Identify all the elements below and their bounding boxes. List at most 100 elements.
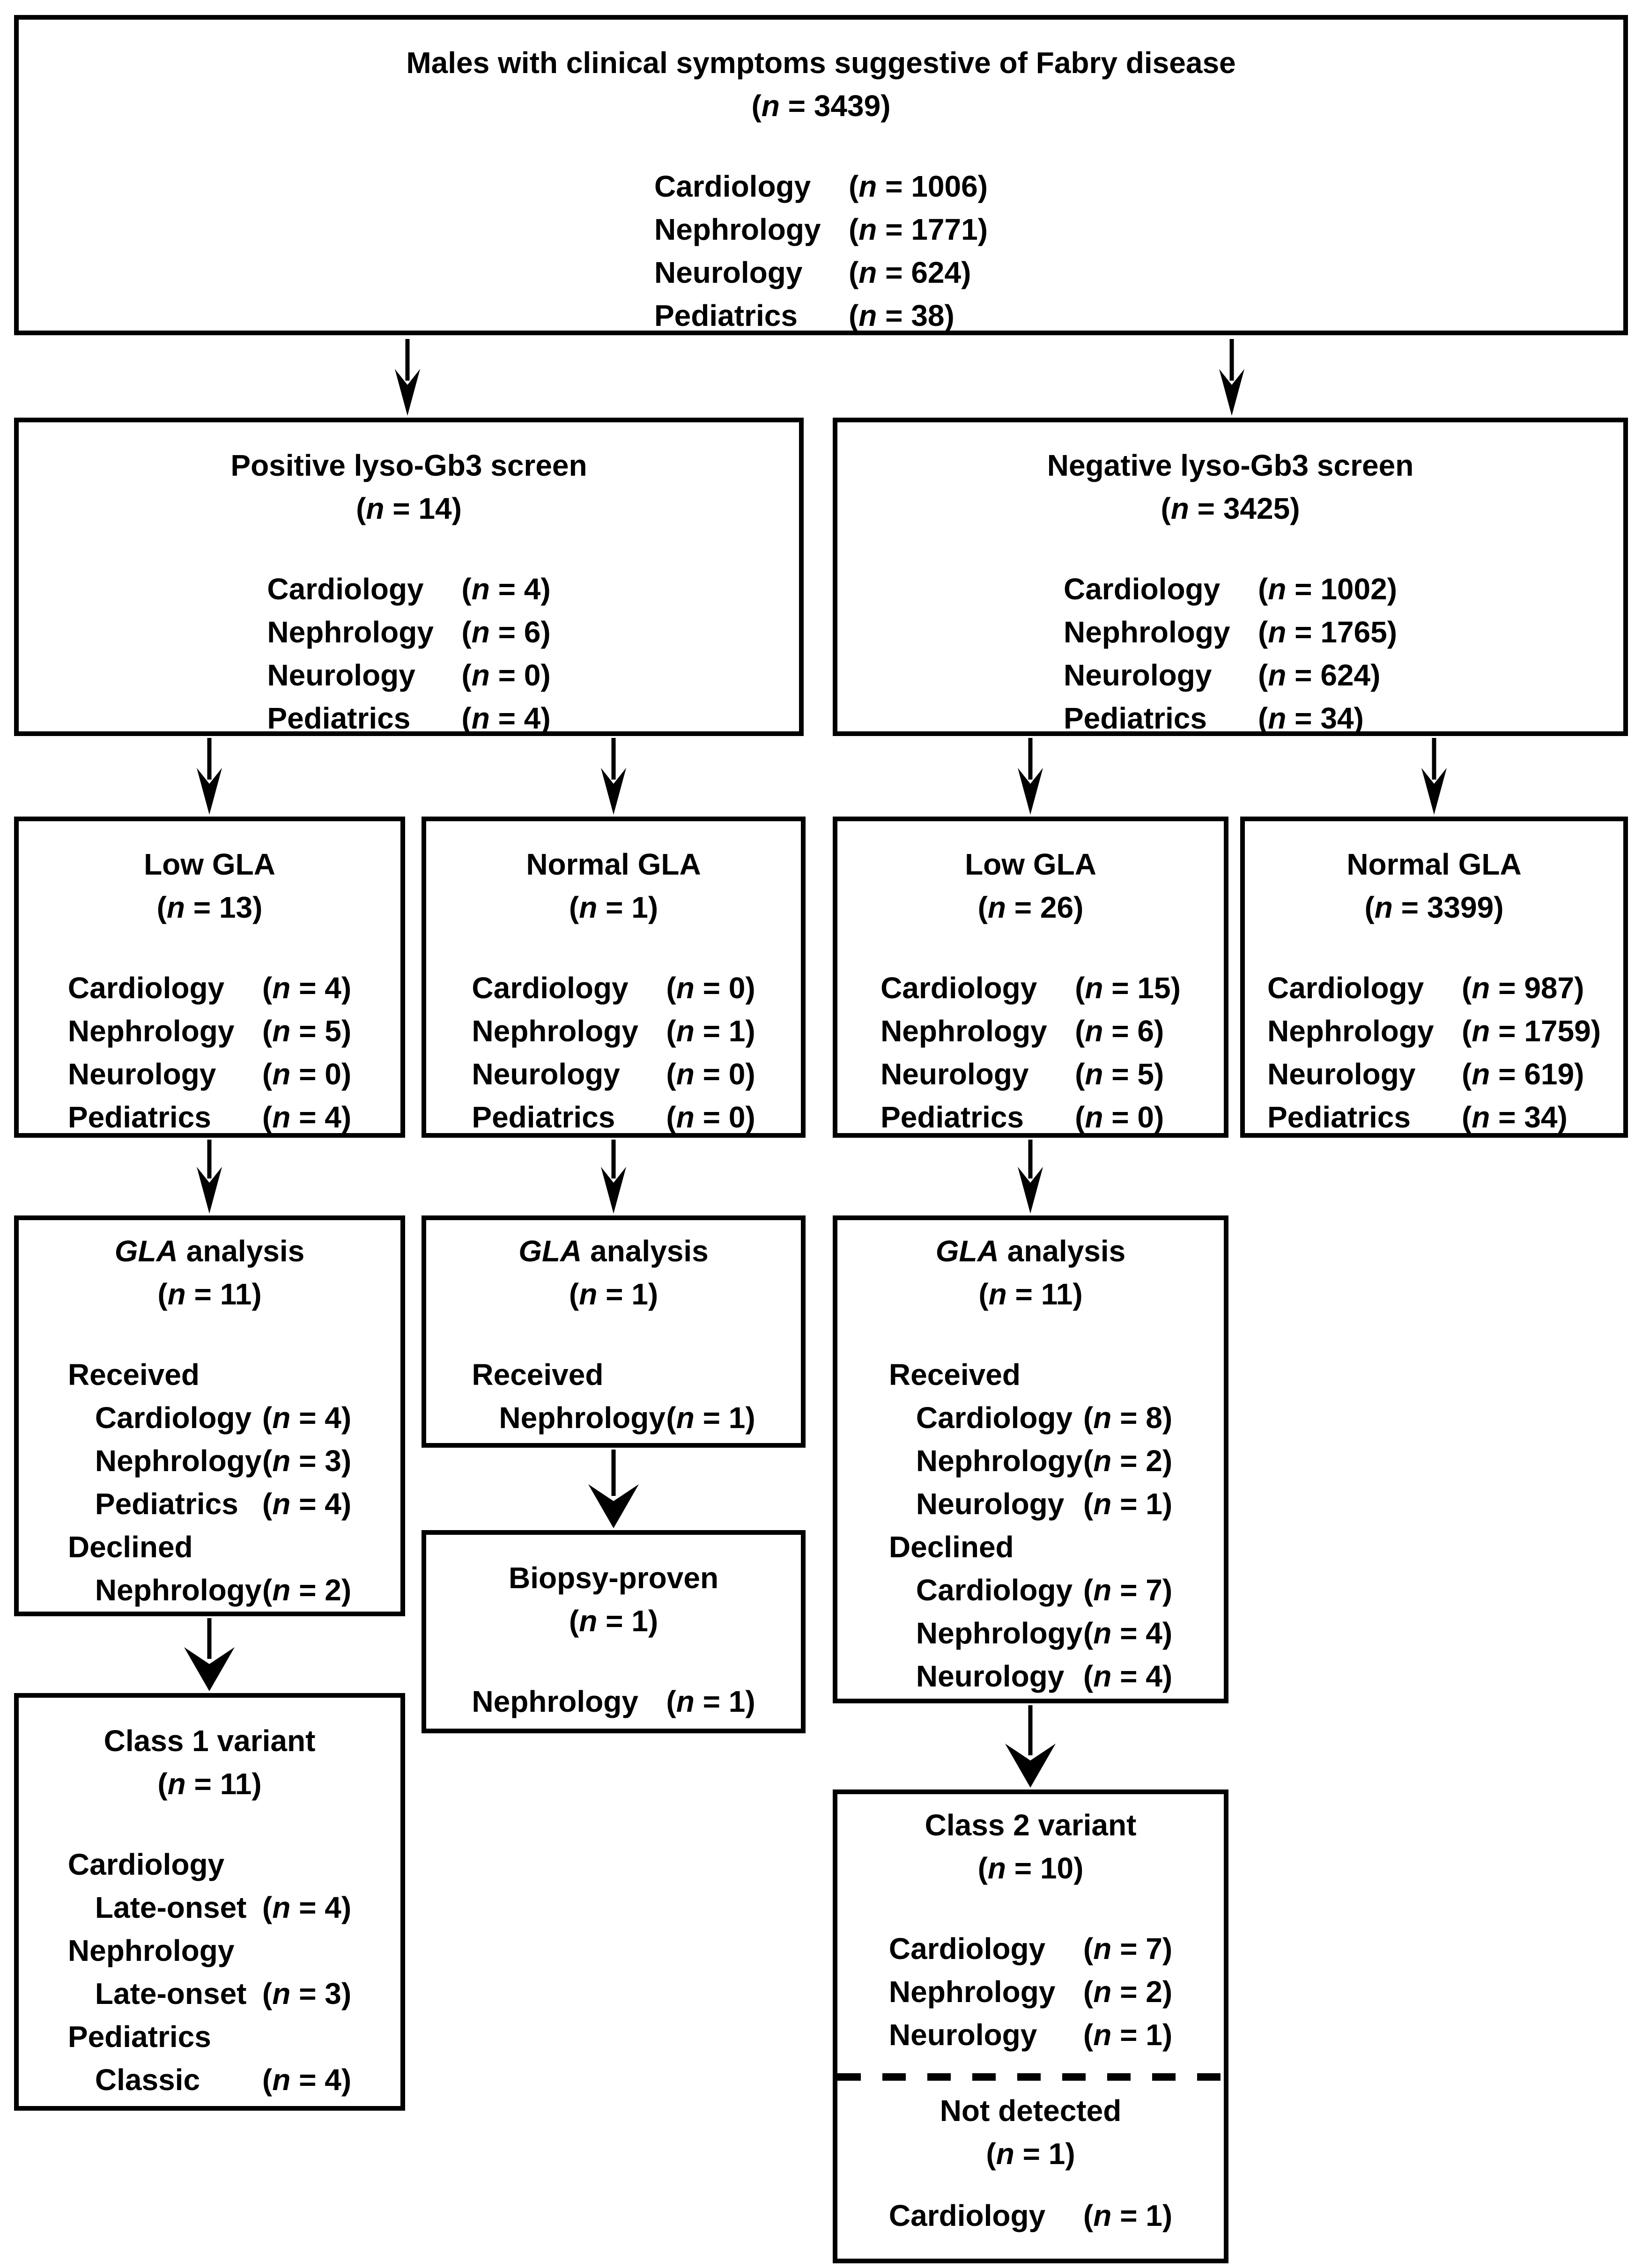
box-title: Males with clinical symptoms suggestive …	[406, 46, 1236, 80]
department-label: Neurology	[1063, 658, 1212, 692]
department-row: Neurology (n = 1)	[889, 1482, 1172, 1525]
box-title: Low GLA	[144, 847, 275, 881]
n-count: (n = 1)	[666, 1401, 755, 1435]
down-arrow	[601, 738, 626, 815]
n-count: (n = 0)	[666, 1057, 755, 1091]
department-label: Pediatrics	[67, 1100, 211, 1134]
department-label: Nephrology	[67, 1014, 235, 1048]
department-row: Nephrology(n = 1759)	[1267, 1009, 1601, 1053]
n-count: (n = 0)	[461, 658, 551, 692]
section-heading-row: Received	[472, 1353, 755, 1396]
n-count: (n = 624)	[1258, 658, 1381, 692]
box-males-symptoms: Males with clinical symptoms suggestive …	[14, 15, 1628, 335]
spacer	[19, 127, 1623, 165]
spacer	[837, 2175, 1224, 2194]
box-low-gla-negative-branch: Low GLA(n = 26)Cardiology(n = 15)Nephrol…	[833, 817, 1228, 1138]
down-arrow	[1005, 1705, 1056, 1788]
box-title-n: (n = 3399)	[1364, 891, 1504, 924]
n-count: (n = 3)	[262, 1977, 352, 2010]
section-heading-row: Received	[889, 1353, 1172, 1396]
department-label: Nephrology	[916, 1616, 1083, 1650]
n-count: (n = 0)	[666, 971, 755, 1005]
department-list: Cardiology(n = 1006)Nephrology(n = 1771)…	[654, 165, 988, 331]
department-row: Pediatrics(n = 4)	[68, 1482, 351, 1525]
spacer	[426, 1316, 801, 1353]
box-title-n: (n = 11)	[157, 1767, 262, 1801]
section-heading: Declined	[888, 1530, 1014, 1564]
department-label: Neurology	[888, 2018, 1037, 2052]
n-count: (n = 1002)	[1258, 572, 1398, 606]
department-label: Pediatrics	[95, 1487, 238, 1521]
department-label: Pediatrics	[1063, 701, 1207, 735]
box-title: GLA analysis	[114, 1234, 305, 1268]
n-count: (n = 2)	[262, 1573, 352, 1607]
department-label: Cardiology	[472, 971, 629, 1005]
department-label: Pediatrics	[267, 701, 411, 735]
section-heading: Received	[888, 1358, 1021, 1392]
box-normal-gla-negative-branch: Normal GLA(n = 3399)Cardiology(n = 987)N…	[1240, 817, 1628, 1138]
n-count: (n = 1771)	[848, 213, 988, 246]
box-title: Class 2 variant	[925, 1808, 1137, 1842]
department-label: Neurology	[916, 1487, 1065, 1521]
department-list: Cardiology(n = 15)Nephrology(n = 6)Neuro…	[880, 966, 1181, 1134]
department-row: Late-onset(n = 3)	[68, 1972, 351, 2015]
n-count: (n = 4)	[461, 572, 551, 606]
n-count: (n = 4)	[262, 1891, 352, 1924]
department-label: Neurology	[472, 1057, 620, 1091]
section-heading-row: Received	[68, 1353, 351, 1396]
section-heading-row: Cardiology	[68, 1843, 351, 1886]
department-label: Nephrology	[888, 1975, 1056, 2009]
down-arrow	[184, 1618, 235, 1691]
down-arrow	[1219, 339, 1244, 416]
down-arrow	[1018, 738, 1043, 815]
department-row: Nephrology(n = 1)	[472, 1680, 755, 1723]
spacer	[19, 530, 799, 567]
n-count: (n = 0)	[262, 1057, 352, 1091]
down-arrow	[197, 1140, 222, 1214]
box-title: GLA analysis	[935, 1234, 1126, 1268]
department-row: Neurology(n = 619)	[1267, 1053, 1601, 1096]
spacer	[426, 929, 801, 966]
department-label: Neurology	[67, 1057, 216, 1091]
section-heading-row: Declined	[889, 1525, 1172, 1568]
department-list: Cardiology(n = 1002)Nephrology(n = 1765)…	[1063, 567, 1398, 735]
department-label: Cardiology	[267, 572, 424, 606]
department-row: Cardiology(n = 4)	[68, 1396, 351, 1439]
department-list: Cardiology(n = 4)Nephrology(n = 5)Neurol…	[67, 966, 352, 1134]
spacer	[837, 530, 1623, 567]
n-count: (n = 624)	[848, 256, 971, 289]
box-title-n: (n = 11)	[157, 1277, 262, 1311]
box-title: Not detected	[940, 2094, 1122, 2128]
department-row: Nephrology (n = 5)	[68, 1009, 351, 1053]
down-arrow	[197, 738, 222, 815]
department-label: Pediatrics	[880, 1100, 1024, 1134]
box-title-n: (n = 1)	[569, 891, 658, 924]
n-count: (n = 0)	[666, 1100, 755, 1134]
box-title-n: (n = 1)	[569, 1604, 658, 1638]
department-row: Cardiology (n = 4)	[267, 567, 550, 611]
box-title-n: (n = 10)	[977, 1851, 1084, 1885]
down-arrow	[1421, 738, 1447, 815]
down-arrow	[588, 1450, 639, 1528]
box-biopsy-proven: Biopsy-proven(n = 1)Nephrology(n = 1)	[422, 1530, 806, 1733]
department-row: Cardiology(n = 7)	[889, 1927, 1172, 1970]
n-count: (n = 5)	[262, 1014, 352, 1048]
box-title: GLA analysis	[518, 1234, 709, 1268]
department-label: Pediatrics	[472, 1100, 615, 1134]
n-count: (n = 1)	[666, 1014, 755, 1048]
box-title: Class 1 variant	[104, 1724, 316, 1758]
n-count: (n = 15)	[1075, 971, 1181, 1005]
n-count: (n = 1)	[1083, 1487, 1173, 1521]
n-count: (n = 34)	[1258, 701, 1364, 735]
department-row: Pediatrics(n = 34)	[1267, 1096, 1601, 1133]
department-row: Nephrology(n = 2)	[68, 1568, 351, 1612]
department-label: Nephrology	[654, 213, 821, 246]
department-row: Nephrology(n = 3)	[68, 1439, 351, 1482]
spacer	[19, 1316, 400, 1353]
department-label: Neurology	[916, 1659, 1065, 1693]
